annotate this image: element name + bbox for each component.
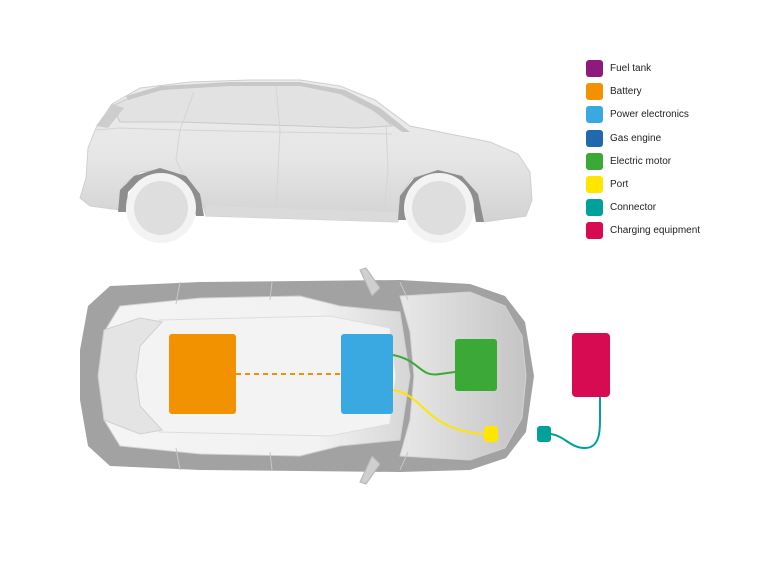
charger-cable <box>550 396 601 450</box>
car-side-front-hub <box>412 181 466 235</box>
car-side-rear-hub <box>134 181 188 235</box>
car-top-door-lines <box>175 281 409 471</box>
legend-item: Port <box>586 175 700 193</box>
car-side-sill <box>206 206 398 222</box>
legend-label: Charging equipment <box>610 225 701 237</box>
power-electronics-component <box>341 334 393 414</box>
legend-label: Battery <box>610 86 642 98</box>
legend-swatch <box>586 83 603 101</box>
legend-swatch <box>586 199 603 217</box>
charging-equipment-component <box>572 333 610 397</box>
legend-swatch <box>586 152 603 170</box>
electronics-to-motor-cable <box>392 354 456 376</box>
car-side-rear-pillar <box>96 104 124 128</box>
legend-swatch <box>586 129 603 147</box>
legend-item: Charging equipment <box>586 222 701 240</box>
legend-swatch <box>586 106 603 124</box>
legend-item: Fuel tank <box>586 60 700 77</box>
legend-item: Connector <box>586 199 700 217</box>
car-top-mirror-left <box>359 267 381 297</box>
car-side-door-lines <box>95 85 393 215</box>
components <box>169 333 610 442</box>
legend-swatch <box>586 60 603 77</box>
electric-motor-component <box>455 339 497 391</box>
legend-label: Gas engine <box>610 132 662 144</box>
connector-component <box>537 426 551 442</box>
legend-item: Electric motor <box>586 152 700 170</box>
car-side-rear-arch <box>118 168 204 216</box>
legend-label: Port <box>610 178 629 190</box>
legend-label: Power electronics <box>610 109 689 121</box>
legend-label: Electric motor <box>610 155 672 167</box>
connections <box>236 354 601 450</box>
car-top-rear-window <box>97 317 163 435</box>
car-side-view <box>79 79 533 243</box>
port-component <box>484 426 498 442</box>
legend-label: Fuel tank <box>610 63 652 74</box>
legend-item: Battery <box>586 83 700 101</box>
legend-label: Connector <box>610 202 657 214</box>
legend-swatch <box>586 175 603 193</box>
legend-item: Gas engine <box>586 129 700 147</box>
legend-item: Power electronics <box>586 106 700 124</box>
car-top-mirror-right <box>359 455 381 485</box>
electronics-to-port-cable <box>392 389 485 435</box>
legend-swatch <box>586 222 603 240</box>
battery-component <box>169 334 236 414</box>
